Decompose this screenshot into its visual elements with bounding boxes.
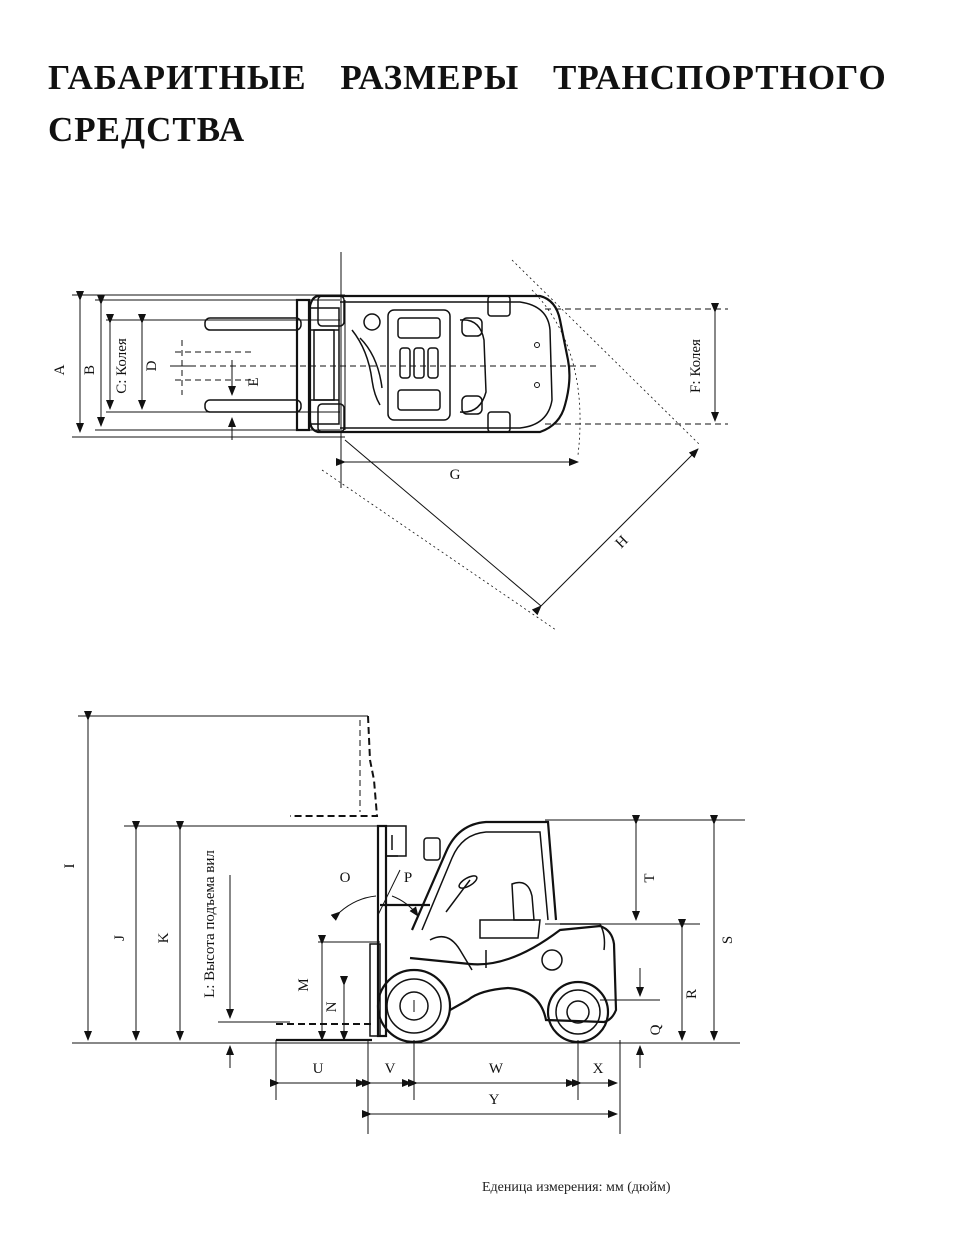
label-r: R — [684, 989, 700, 999]
dimension-s: S — [710, 815, 736, 1041]
dimension-k: K — [156, 821, 184, 1041]
dimension-x: X — [572, 1061, 618, 1087]
dimension-p: P — [377, 869, 419, 917]
title-line-2: СРЕДСТВА — [48, 110, 246, 149]
forks-side — [276, 1023, 372, 1042]
label-d: D — [144, 360, 160, 371]
dimension-r: R — [678, 919, 700, 1041]
dimension-n: N — [324, 976, 348, 1041]
dimension-f: F: Колея — [688, 303, 719, 422]
label-m: M — [296, 978, 312, 991]
front-wheel — [376, 968, 452, 1044]
label-f: F: Колея — [688, 339, 704, 393]
label-y: Y — [489, 1092, 500, 1108]
dimension-d: D — [138, 314, 160, 410]
label-c: C: Колея — [114, 338, 130, 394]
dimension-b: B — [82, 295, 105, 427]
mast-side — [369, 824, 430, 1038]
top-view: A B C: Колея D E — [52, 252, 728, 631]
rear-wheel — [546, 980, 610, 1044]
page-title: ГАБАРИТНЫЕ РАЗМЕРЫ ТРАНСПОРТНОГО СРЕДСТВ… — [48, 52, 948, 156]
label-g: G — [450, 467, 461, 483]
label-l: L: Высота подъема вил — [202, 850, 218, 998]
dimension-o: O — [330, 870, 377, 921]
label-e: E — [246, 377, 262, 386]
label-w: W — [489, 1061, 504, 1077]
label-n: N — [324, 1001, 340, 1012]
dimension-a: A — [52, 291, 84, 433]
label-h: H — [613, 533, 632, 552]
dimension-l: L: Высота подъема вил — [202, 850, 290, 1068]
dimension-y: Y — [362, 1092, 618, 1118]
label-p: P — [404, 870, 412, 886]
label-s: S — [720, 936, 736, 944]
truck-body-side — [409, 923, 618, 1024]
label-i: I — [62, 864, 78, 869]
label-a: A — [52, 364, 68, 375]
label-b: B — [82, 365, 98, 375]
dimension-j: J — [112, 821, 140, 1041]
dimension-v: V — [362, 1061, 412, 1087]
dimension-c: C: Колея — [106, 314, 130, 410]
dimension-q: Q — [636, 968, 664, 1068]
dimension-m: M — [296, 935, 380, 1041]
truck-body-top — [308, 294, 571, 434]
forks-top — [170, 317, 302, 413]
dimension-w: W — [408, 1061, 576, 1087]
label-j: J — [112, 935, 128, 941]
label-x: X — [593, 1061, 604, 1077]
seat-and-steering — [429, 875, 541, 971]
dimension-t: T — [632, 815, 658, 921]
dimension-i: I — [62, 711, 92, 1041]
unit-note: Еденица измерения: мм (дюйм) — [482, 1180, 671, 1195]
dimension-g: G — [336, 458, 579, 483]
dimension-u: U — [270, 1061, 366, 1087]
label-k: K — [156, 932, 172, 943]
label-u: U — [313, 1061, 324, 1077]
label-o: O — [340, 870, 351, 886]
side-view: I J K L: Высота подъема вил M N — [62, 711, 745, 1134]
label-v: V — [385, 1061, 396, 1077]
title-line-1: ГАБАРИТНЫЕ РАЗМЕРЫ ТРАНСПОРТНОГО — [48, 58, 887, 97]
label-t: T — [642, 873, 658, 882]
label-q: Q — [648, 1024, 664, 1035]
dimension-h: H — [344, 439, 699, 616]
overhead-guard — [410, 820, 558, 931]
